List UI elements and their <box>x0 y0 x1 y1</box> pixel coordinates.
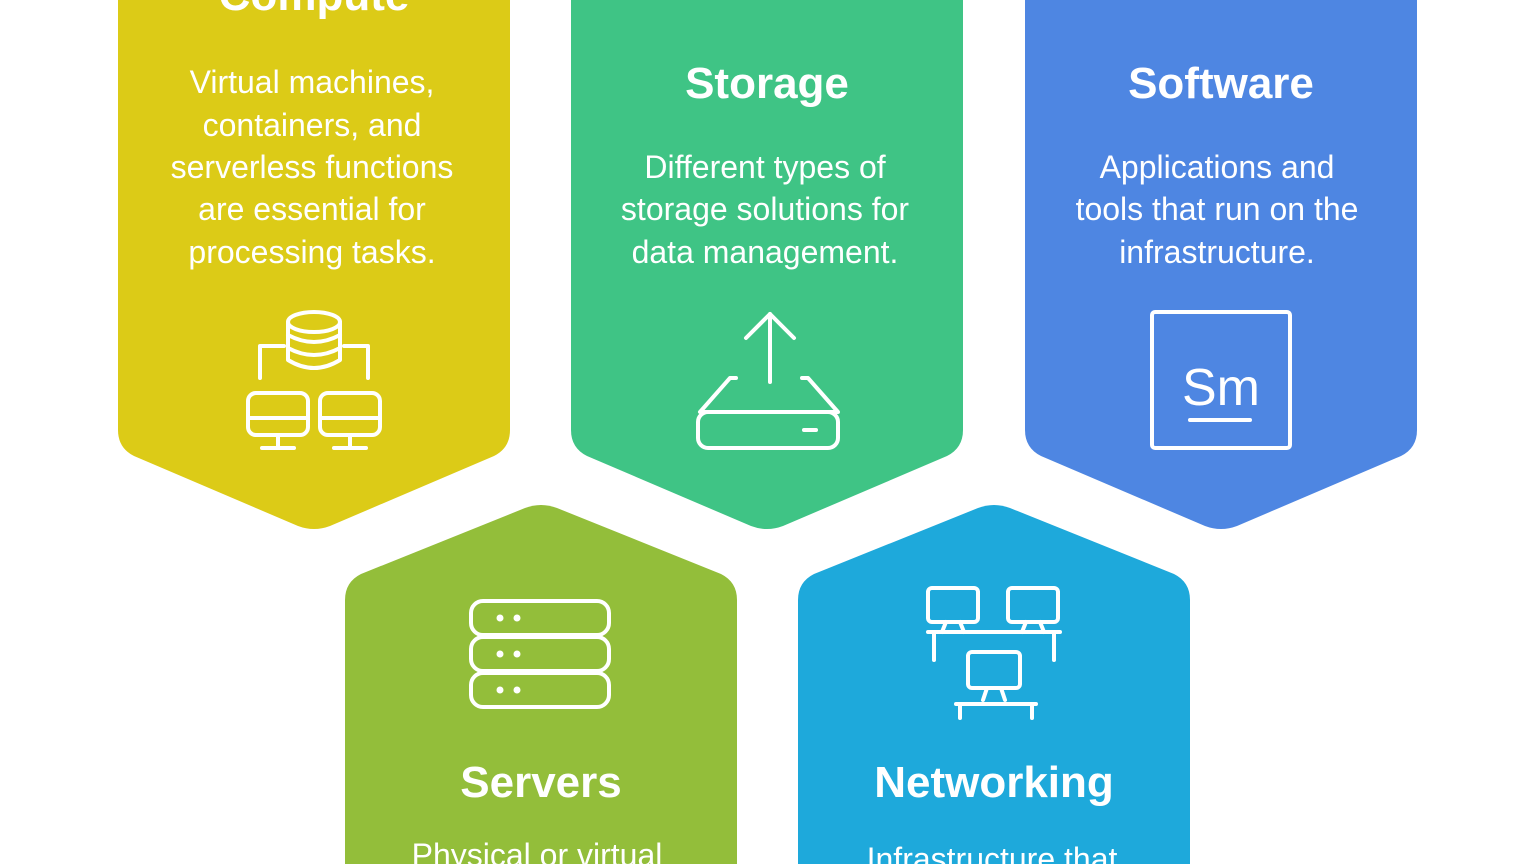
software-sm-icon: Sm <box>1150 310 1292 450</box>
software-sm-icon-label: Sm <box>1182 359 1260 417</box>
software-card-shape <box>1025 0 1417 529</box>
software-desc-line-1: Applications and <box>1100 149 1335 185</box>
networking-card: Networking Infrastructure that <box>798 505 1190 864</box>
server-rack-icon <box>469 599 611 709</box>
software-title: Software <box>1128 59 1314 108</box>
networking-card-shape <box>798 505 1190 864</box>
compute-desc-line-5: processing tasks. <box>188 234 435 270</box>
server-status-dots <box>496 614 521 694</box>
storage-card-shape <box>571 0 963 529</box>
storage-title: Storage <box>685 59 849 108</box>
compute-card-shape <box>118 0 510 529</box>
compute-card: Compute Virtual machines, containers, an… <box>118 0 510 529</box>
servers-title: Servers <box>460 758 621 807</box>
upload-drive-icon <box>696 312 840 450</box>
compute-desc-line-2: containers, and <box>203 107 422 143</box>
software-desc-line-2: tools that run on the <box>1076 191 1359 227</box>
compute-desc-line-4: are essential for <box>198 191 426 227</box>
compute-desc-line-1: Virtual machines, <box>190 64 435 100</box>
networking-title: Networking <box>874 758 1114 807</box>
software-card: Software Applications and tools that run… <box>1025 0 1417 529</box>
storage-desc-line-3: data management. <box>632 234 899 270</box>
servers-card: Servers Physical or virtual <box>345 505 737 864</box>
storage-desc-line-1: Different types of <box>644 149 885 185</box>
storage-desc-line-2: storage solutions for <box>621 191 910 227</box>
database-computers-icon <box>246 310 382 450</box>
compute-desc-line-3: serverless functions <box>171 149 454 185</box>
network-computers-icon <box>926 586 1062 720</box>
servers-card-shape <box>345 505 737 864</box>
networking-desc-line-1: Infrastructure that <box>867 841 1118 864</box>
compute-title: Compute <box>219 0 410 20</box>
software-desc-line-3: infrastructure. <box>1119 234 1315 270</box>
storage-card: Storage Different types of storage solut… <box>571 0 963 529</box>
servers-desc-line-1: Physical or virtual <box>412 837 663 864</box>
